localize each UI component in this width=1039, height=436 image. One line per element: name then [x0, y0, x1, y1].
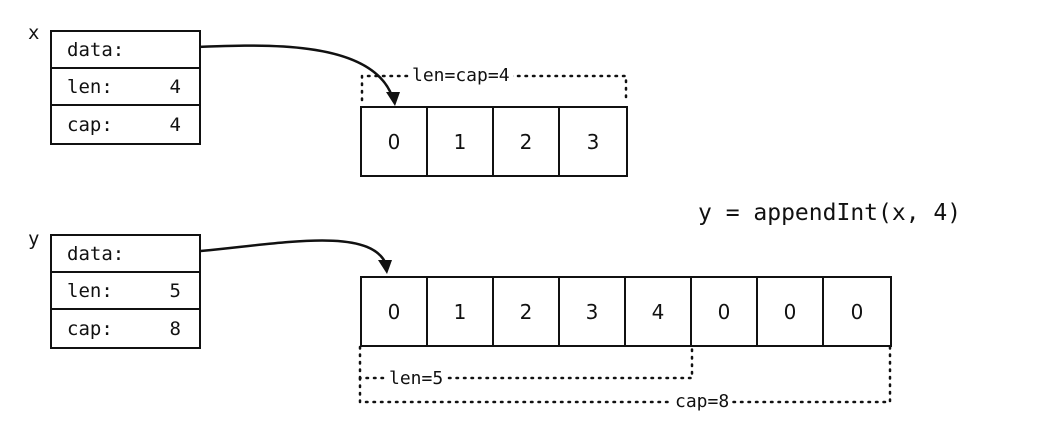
- y-len-field: len: 5: [52, 273, 199, 310]
- y-array-cell: 0: [692, 278, 758, 345]
- y-len-value: 5: [169, 279, 181, 302]
- y-array-cell: 0: [850, 299, 864, 324]
- y-cap-field: cap: 8: [52, 310, 199, 347]
- x-data-label: data:: [67, 38, 125, 61]
- x-array-cell: 0: [362, 108, 428, 175]
- code-expression: y = appendInt(x, 4): [698, 200, 962, 226]
- y-array-cell: 0: [362, 278, 428, 345]
- x-array: 0 1 2 3: [360, 106, 628, 177]
- x-len-value: 4: [169, 75, 181, 98]
- y-cap-value: 8: [169, 317, 181, 340]
- y-array-cell: 0: [758, 278, 824, 345]
- x-var-name: x: [28, 22, 40, 44]
- x-len-label: len:: [67, 75, 113, 98]
- y-cap-label: cap:: [67, 317, 113, 340]
- y-array-cell: 2: [494, 278, 560, 345]
- x-data-field: data:: [52, 32, 199, 69]
- x-cap-value: 4: [169, 113, 181, 136]
- y-cap-label-annotation: cap=8: [672, 393, 733, 411]
- x-pointer-arrow: [175, 44, 394, 97]
- x-array-cell: 1: [428, 108, 494, 175]
- y-len-label-annotation: len=5: [386, 370, 447, 388]
- y-pointer-arrow: [175, 239, 388, 265]
- y-var-name: y: [28, 228, 40, 250]
- y-array: 0 1 2 3 4 0 0 0: [360, 276, 892, 347]
- y-array-cell: 1: [428, 278, 494, 345]
- y-array-cell: 4: [626, 278, 692, 345]
- x-arrowhead: [386, 92, 400, 106]
- y-slice-header: data: len: 5 cap: 8: [50, 234, 201, 349]
- y-len-label: len:: [67, 279, 113, 302]
- y-array-cell: 3: [560, 278, 626, 345]
- x-cap-label: cap:: [67, 113, 113, 136]
- y-data-label: data:: [67, 242, 125, 265]
- x-array-cell: 2: [494, 108, 560, 175]
- y-data-field: data:: [52, 236, 199, 273]
- x-slice-header: data: len: 4 cap: 4: [50, 30, 201, 145]
- x-len-field: len: 4: [52, 69, 199, 106]
- x-len-cap-label: len=cap=4: [409, 67, 513, 85]
- x-cap-field: cap: 4: [52, 106, 199, 143]
- y-arrowhead: [378, 260, 392, 274]
- x-array-cell: 3: [586, 129, 600, 154]
